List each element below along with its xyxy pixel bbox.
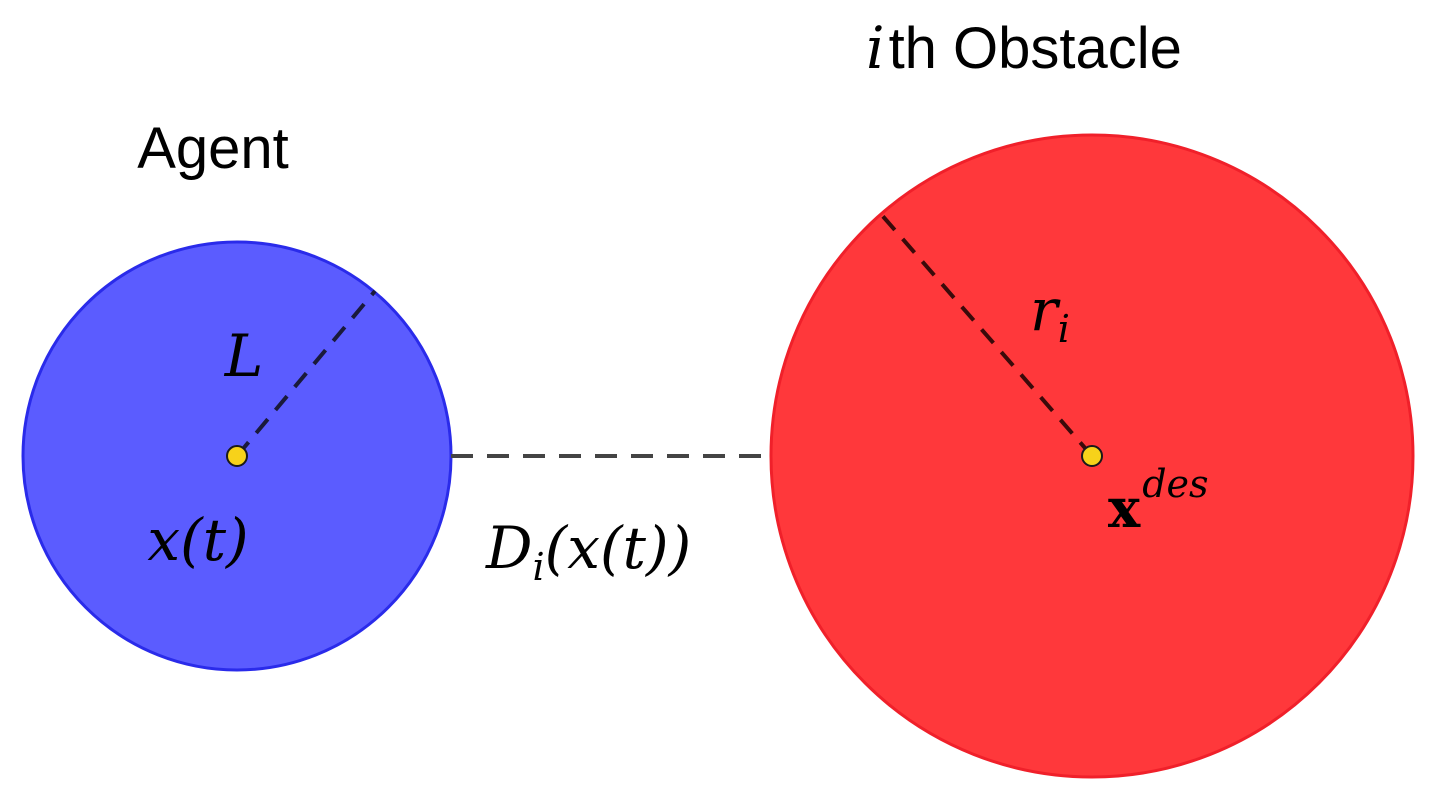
agent-title: Agent [137,116,289,181]
obstacle-title-index: i [866,14,885,82]
distance-label: Di(x(t)) [485,514,691,589]
agent-position-label: x(t) [147,506,248,574]
obstacle-center-label-sup: des [1142,462,1208,506]
obstacle-radius-label: ri [1030,276,1070,351]
obstacle-center-label-base: x [1108,476,1141,540]
distance-label-sub: i [533,545,545,589]
obstacle-radius-line [878,211,1094,458]
agent-center-point [226,445,248,467]
agent-radius-label: L [224,322,264,390]
obstacle-title: ith Obstacle [866,14,1182,82]
obstacle-center-point [1081,445,1103,467]
obstacle-radius-label-sub: i [1058,307,1070,351]
distance-label-base: D [485,514,533,582]
obstacle-center-label: xdes [1108,462,1209,540]
obstacle-radius-label-base: r [1030,276,1061,344]
distance-label-arg: (x(t)) [545,514,692,582]
agent-radius-line [235,289,377,458]
obstacle-title-text: th Obstacle [889,16,1182,81]
